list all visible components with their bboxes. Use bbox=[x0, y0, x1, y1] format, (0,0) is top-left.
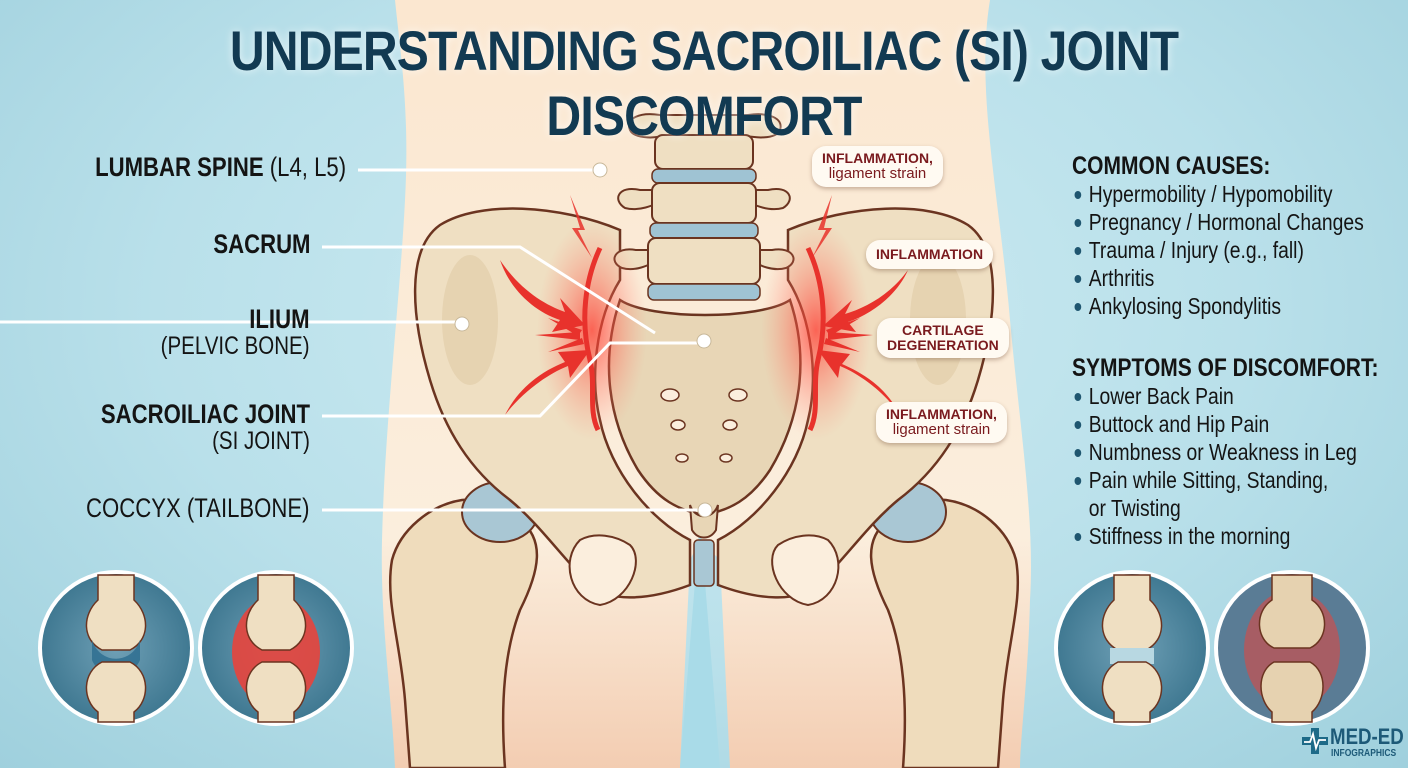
sacrum bbox=[607, 298, 802, 517]
med-ed-logo: MED-ED INFOGRAPHICS bbox=[1300, 724, 1408, 764]
label-sacrum: SACRUM bbox=[212, 229, 310, 259]
label-ilium: ILIUM (PELVIC BONE) bbox=[161, 304, 310, 361]
leader-lines bbox=[0, 168, 705, 512]
logo-tagline: INFOGRAPHICS bbox=[1331, 748, 1397, 759]
joint-inset-right-healthy bbox=[1054, 570, 1210, 726]
right-si-inflammation bbox=[761, 220, 871, 440]
cause-item: Trauma / Injury (e.g., fall) bbox=[1072, 236, 1364, 264]
bullet-icon bbox=[1074, 191, 1082, 199]
callout-top-inflammation: INFLAMMATION, ligament strain bbox=[812, 146, 943, 188]
joint-inset-right-degenerated bbox=[1214, 570, 1370, 726]
symptom-item: Stiffness in the morning bbox=[1072, 522, 1378, 550]
pubic-symphysis bbox=[693, 539, 715, 587]
cause-item: Hypermobility / Hypomobility bbox=[1072, 180, 1364, 208]
callout-cartilage-degeneration: CARTILAGE DEGENERATION bbox=[877, 318, 1009, 359]
symptom-item: Lower Back Pain bbox=[1072, 382, 1378, 410]
bullet-icon bbox=[1074, 275, 1082, 283]
bullet-icon bbox=[1074, 449, 1082, 457]
bullet-icon bbox=[1074, 533, 1082, 541]
callout-lower-inflammation: INFLAMMATION, ligament strain bbox=[876, 402, 1007, 444]
symptom-item: Pain while Sitting, Standing,or Twisting bbox=[1072, 466, 1378, 522]
symptoms-heading: SYMPTOMS OF DISCOMFORT: bbox=[1072, 354, 1379, 382]
bullet-icon bbox=[1074, 477, 1082, 485]
bullet-icon bbox=[1074, 219, 1082, 227]
cause-item: Pregnancy / Hormonal Changes bbox=[1072, 208, 1364, 236]
symptom-item: Numbness or Weakness in Leg bbox=[1072, 438, 1378, 466]
bullet-icon bbox=[1074, 421, 1082, 429]
cause-item: Arthritis bbox=[1072, 264, 1364, 292]
cause-item: Ankylosing Spondylitis bbox=[1072, 292, 1364, 320]
common-causes-section: COMMON CAUSES: Hypermobility / Hypomobil… bbox=[1072, 152, 1408, 320]
medical-cross-heartbeat-icon bbox=[1302, 728, 1328, 754]
left-pain-arrows bbox=[500, 260, 590, 415]
right-pain-arrows bbox=[818, 270, 908, 415]
logo-brand: MED-ED bbox=[1330, 724, 1404, 749]
bullet-icon bbox=[1074, 303, 1082, 311]
label-lumbar-spine: LUMBAR SPINE (L4, L5) bbox=[95, 152, 346, 182]
callout-inflammation: INFLAMMATION bbox=[866, 240, 994, 270]
symptoms-section: SYMPTOMS OF DISCOMFORT: Lower Back Pain … bbox=[1072, 354, 1408, 550]
label-sacroiliac-joint: SACROILIAC JOINT (SI JOINT) bbox=[100, 399, 310, 456]
coccyx bbox=[689, 504, 719, 539]
bullet-icon bbox=[1074, 393, 1082, 401]
bullet-icon bbox=[1074, 247, 1082, 255]
page-title: UNDERSTANDING SACROILIAC (SI) JOINT DISC… bbox=[229, 19, 1179, 147]
joint-inset-left-inflamed bbox=[198, 570, 354, 726]
symptom-item: Buttock and Hip Pain bbox=[1072, 410, 1378, 438]
label-coccyx: COCCYX (TAILBONE) bbox=[86, 493, 310, 523]
common-causes-heading: COMMON CAUSES: bbox=[1072, 152, 1271, 180]
joint-inset-left-healthy bbox=[38, 570, 194, 726]
lumbar-spine bbox=[613, 113, 795, 301]
